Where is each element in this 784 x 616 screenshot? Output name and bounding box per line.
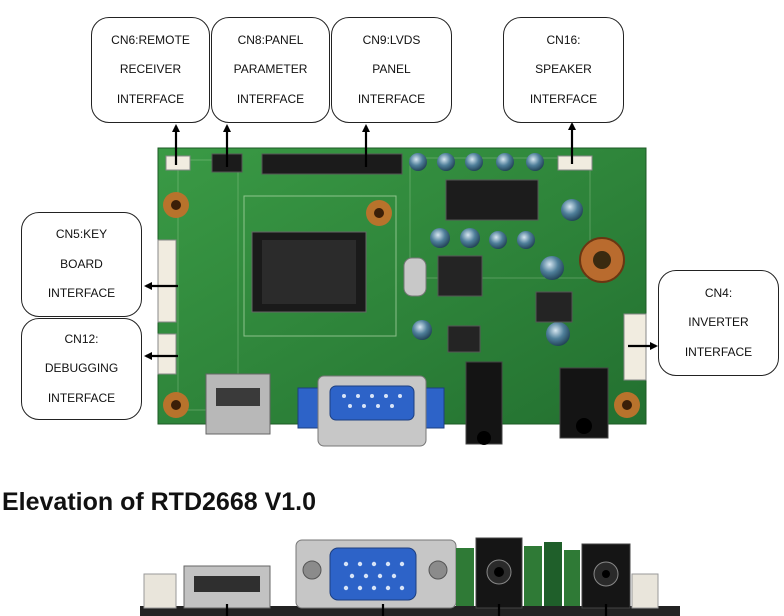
callout-line: INVERTER <box>688 315 749 330</box>
main-pcb <box>157 147 647 447</box>
callout-cn5: CN5:KEY BOARD INTERFACE <box>21 212 142 317</box>
callout-line: PARAMETER <box>233 62 308 77</box>
ic-chip <box>447 325 481 353</box>
dc-power-jack <box>581 543 631 609</box>
cn5-connector <box>157 239 177 323</box>
callout-line: BOARD <box>60 256 103 271</box>
cn12-connector <box>157 333 177 375</box>
crystal-oscillator <box>403 257 427 297</box>
vga-port <box>295 539 457 609</box>
cn6-connector <box>165 155 191 171</box>
callout-line: PANEL <box>372 62 411 77</box>
callout-line: DEBUGGING <box>44 361 119 376</box>
elevation-title: Elevation of RTD2668 V1.0 <box>2 488 317 516</box>
mounting-hole-icon <box>366 200 392 226</box>
callout-line: RECEIVER <box>119 62 182 77</box>
callout-line: INTERFACE <box>529 91 598 106</box>
callout-line: INTERFACE <box>116 91 185 106</box>
callout-line: CN6:REMOTE <box>111 32 190 47</box>
audio-jack <box>465 361 503 445</box>
callout-line: CN12: <box>64 331 99 346</box>
callout-cn16: CN16: SPEAKER INTERFACE <box>503 17 624 123</box>
cn16-connector <box>557 155 593 171</box>
mounting-hole-icon <box>163 392 189 418</box>
ic-chip <box>437 255 483 297</box>
audio-jack <box>475 537 523 609</box>
callout-cn8: CN8:PANEL PARAMETER INTERFACE <box>211 17 330 123</box>
dc-power-jack <box>559 367 609 439</box>
callout-line: CN8:PANEL <box>237 32 304 47</box>
callout-line: INTERFACE <box>47 390 116 405</box>
callout-cn12: CN12: DEBUGGING INTERFACE <box>21 318 142 420</box>
callout-cn4: CN4: INVERTER INTERFACE <box>658 270 779 376</box>
callout-line: INTERFACE <box>684 344 753 359</box>
callout-line: CN4: <box>704 285 733 300</box>
ic-chip <box>445 179 539 221</box>
callout-line: INTERFACE <box>47 286 116 301</box>
callout-line: SPEAKER <box>535 62 592 77</box>
inductor-icon <box>579 237 625 283</box>
scaler-chip <box>251 231 367 313</box>
hdmi-port <box>205 373 271 435</box>
callout-line: INTERFACE <box>236 91 305 106</box>
mounting-hole-icon <box>163 192 189 218</box>
callout-line: CN5:KEY <box>55 227 108 242</box>
callout-line: CN16: <box>546 32 581 47</box>
callout-line: CN9:LVDS <box>362 32 421 47</box>
capacitor-icon <box>409 153 583 346</box>
vga-port <box>297 375 445 447</box>
callout-cn6: CN6:REMOTE RECEIVER INTERFACE <box>91 17 210 123</box>
callout-line: INTERFACE <box>357 91 426 106</box>
mounting-hole-icon <box>614 392 640 418</box>
callout-cn9: CN9:LVDS PANEL INTERFACE <box>331 17 452 123</box>
capacitor-icon <box>524 542 580 606</box>
ic-chip <box>535 291 573 323</box>
hdmi-port <box>183 565 271 609</box>
elevation-view <box>140 537 680 616</box>
cn9-connector <box>261 153 403 175</box>
